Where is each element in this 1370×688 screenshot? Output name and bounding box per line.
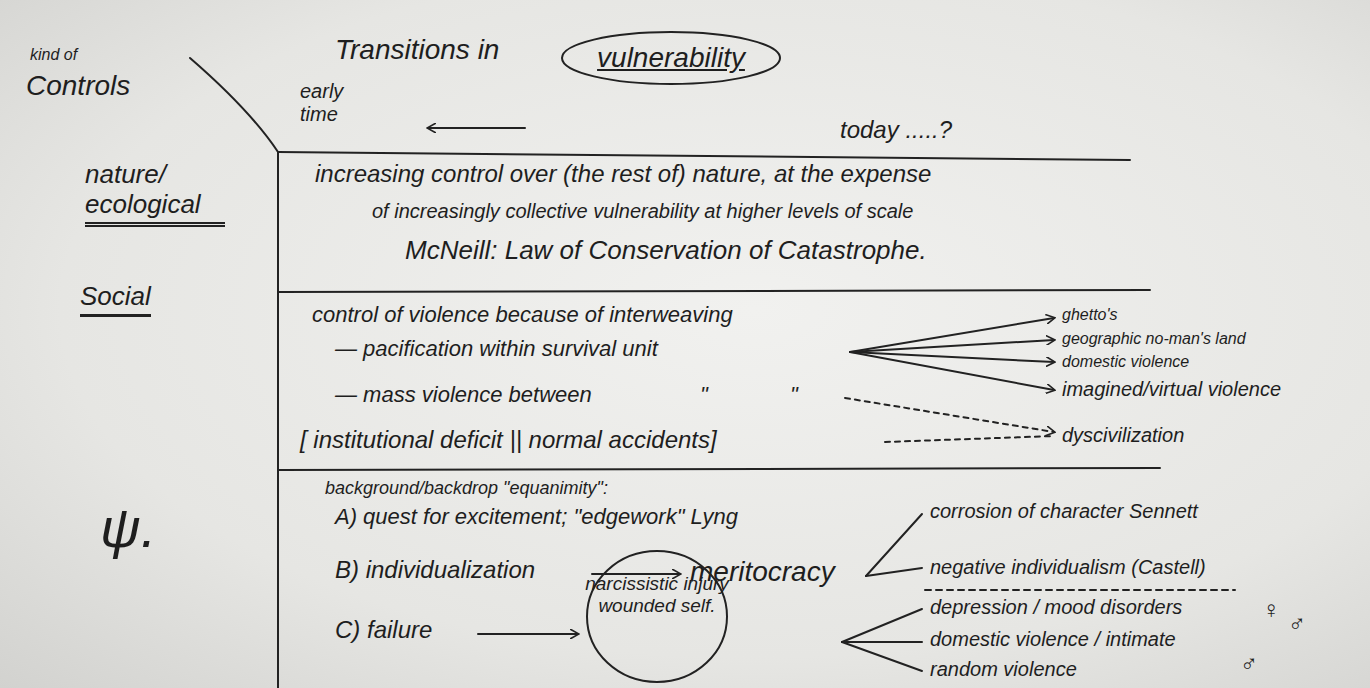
circled-word: vulnerability bbox=[560, 30, 782, 86]
leader-arrow bbox=[478, 633, 578, 635]
outcome-text: depression / mood disorders bbox=[930, 596, 1182, 619]
body-text: increasing control over (the rest of) na… bbox=[315, 160, 931, 188]
row-heading: nature/ ecological bbox=[85, 160, 225, 227]
body-text: B) individualization bbox=[335, 556, 535, 584]
brace-line bbox=[842, 642, 922, 671]
ditto-mark: " bbox=[790, 382, 798, 407]
body-text: C) failure bbox=[335, 616, 432, 644]
note-text: early time bbox=[300, 80, 360, 126]
outcome-text: corrosion of character Sennett bbox=[930, 500, 1198, 523]
ellipse-outline bbox=[562, 32, 780, 84]
outcome-text: imagined/virtual violence bbox=[1062, 378, 1281, 401]
leader-arrow bbox=[850, 340, 1054, 352]
outcome-text: random violence bbox=[930, 658, 1077, 681]
outcome-text: geographic no-man's land bbox=[1062, 330, 1246, 348]
outcome-text: ghetto's bbox=[1062, 306, 1118, 324]
body-text: McNeill: Law of Conservation of Catastro… bbox=[405, 236, 927, 266]
outcome-text: domestic violence / intimate bbox=[930, 628, 1176, 651]
gender-symbol: ♂ bbox=[1240, 650, 1258, 678]
node-text: narcissistic injury wounded self. bbox=[585, 573, 729, 617]
body-text: — mass violence between bbox=[335, 382, 592, 407]
dashed-arrow bbox=[845, 398, 1054, 432]
time-arrow bbox=[428, 127, 525, 129]
body-text: — pacification within survival unit bbox=[335, 336, 658, 361]
table-rule bbox=[278, 290, 1150, 292]
outcome-text: negative individualism (Castell) bbox=[930, 556, 1206, 579]
gender-symbol: ♀ bbox=[1262, 596, 1280, 624]
brace-line bbox=[842, 641, 922, 643]
bracket-curve bbox=[190, 58, 278, 152]
brace-line bbox=[866, 514, 922, 576]
node-text: vulnerability bbox=[597, 42, 745, 74]
gender-symbol: ♂ bbox=[1288, 610, 1306, 638]
table-rule bbox=[278, 152, 1130, 160]
outcome-text: dyscivilization bbox=[1062, 424, 1184, 447]
table-rule bbox=[278, 468, 1160, 470]
note-text: kind of bbox=[30, 46, 77, 64]
body-text: A) quest for excitement; "edgework" Lyng bbox=[335, 504, 738, 529]
brace-line bbox=[866, 568, 922, 576]
body-text: of increasingly collective vulnerability… bbox=[372, 200, 913, 223]
brace-line bbox=[842, 609, 922, 642]
symbol-text: ψ. bbox=[100, 496, 156, 560]
row-heading: Social bbox=[80, 282, 151, 317]
title-text: Transitions in bbox=[335, 34, 499, 66]
leader-arrow bbox=[850, 318, 1054, 352]
note-text: today .....? bbox=[840, 116, 952, 144]
body-text: background/backdrop "equanimity": bbox=[325, 478, 608, 499]
ellipse-outline bbox=[585, 549, 729, 684]
body-text: [ institutional deficit || normal accide… bbox=[300, 426, 717, 454]
circled-node: narcissistic injury wounded self. bbox=[585, 549, 729, 684]
dashed-arrow bbox=[885, 436, 1054, 442]
body-text: control of violence because of interweav… bbox=[312, 302, 733, 327]
outcome-text: domestic violence bbox=[1062, 353, 1189, 371]
dashed-divider bbox=[925, 589, 1235, 591]
leader-arrow bbox=[850, 352, 1054, 390]
table-rule bbox=[277, 152, 279, 688]
ellipse-outline bbox=[587, 551, 727, 682]
ditto-mark: " bbox=[700, 382, 708, 407]
heading-text: Controls bbox=[26, 70, 130, 102]
